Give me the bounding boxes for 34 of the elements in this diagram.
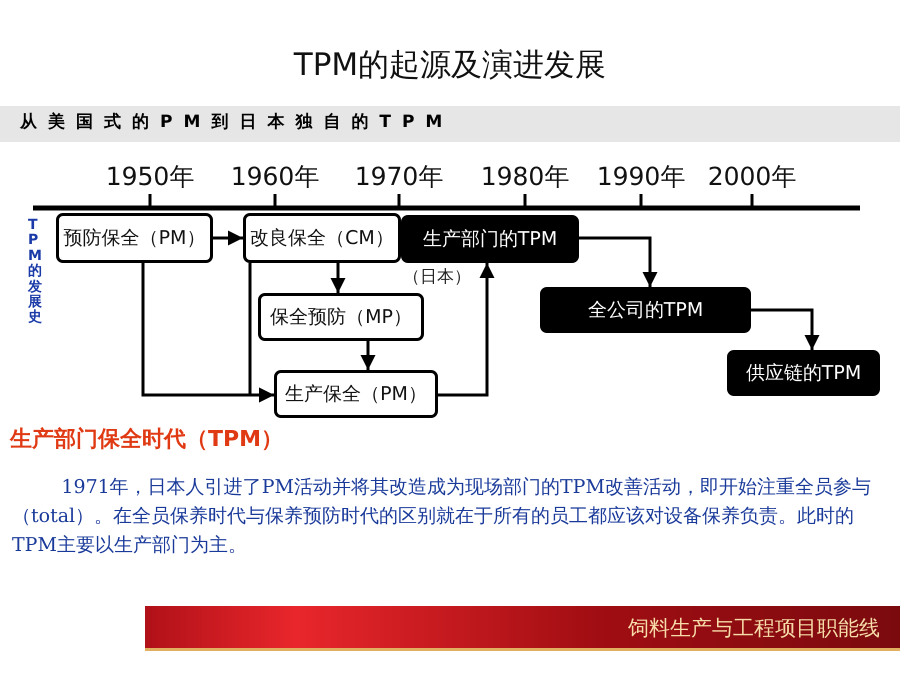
year-label: 1950年 [104, 161, 196, 193]
box-label: 供应链的TPM [746, 361, 862, 386]
arrow [248, 263, 274, 402]
arrow [438, 263, 494, 396]
year-label: 2000年 [706, 161, 798, 193]
year-label: 1990年 [596, 161, 686, 193]
dark-process-box [727, 350, 880, 396]
year-label: 1960年 [230, 161, 320, 193]
subtitle: 从美国式的PM到日本独自的TPM [20, 111, 454, 133]
year-label: 1970年 [354, 161, 444, 193]
paragraph: 1971年，日本人引进了PM活动并将其改造成为现场部门的TPM改善活动，即开始注重全员参与（total）。在全员保养时代与保养预防时代的区别就在于所有的员工都应该对设备保养负责。此时的TPM主要以生产部门为主。 [12, 475, 872, 558]
arrow [213, 230, 243, 246]
dark-process-box [401, 215, 579, 263]
box-label: 预防保全（PM） [64, 226, 206, 251]
vertical-label: TPM的发展史 [28, 218, 42, 326]
arrow [751, 308, 820, 350]
box-label: 生产部门的TPM [422, 227, 558, 252]
arrow [330, 263, 346, 293]
process-box [243, 213, 401, 263]
arrow [579, 236, 658, 287]
box-label: 改良保全（CM） [250, 226, 394, 251]
process-box [56, 213, 213, 263]
section-heading: 生产部门保全时代（TPM） [10, 426, 284, 454]
box-label: 全公司的TPM [588, 298, 704, 323]
year-label: 1980年 [480, 161, 570, 193]
process-box [258, 293, 424, 341]
dark-process-box [540, 287, 751, 333]
box-label: 保全预防（MP） [270, 305, 412, 330]
title: TPM的起源及演进发展 [292, 46, 608, 85]
arrow [360, 341, 376, 370]
footer-text: 饲料生产与工程项目职能线 [627, 615, 880, 642]
process-box [274, 370, 438, 418]
box-label: 生产保全（PM） [285, 382, 427, 407]
beside-note: （日本） [403, 266, 471, 288]
